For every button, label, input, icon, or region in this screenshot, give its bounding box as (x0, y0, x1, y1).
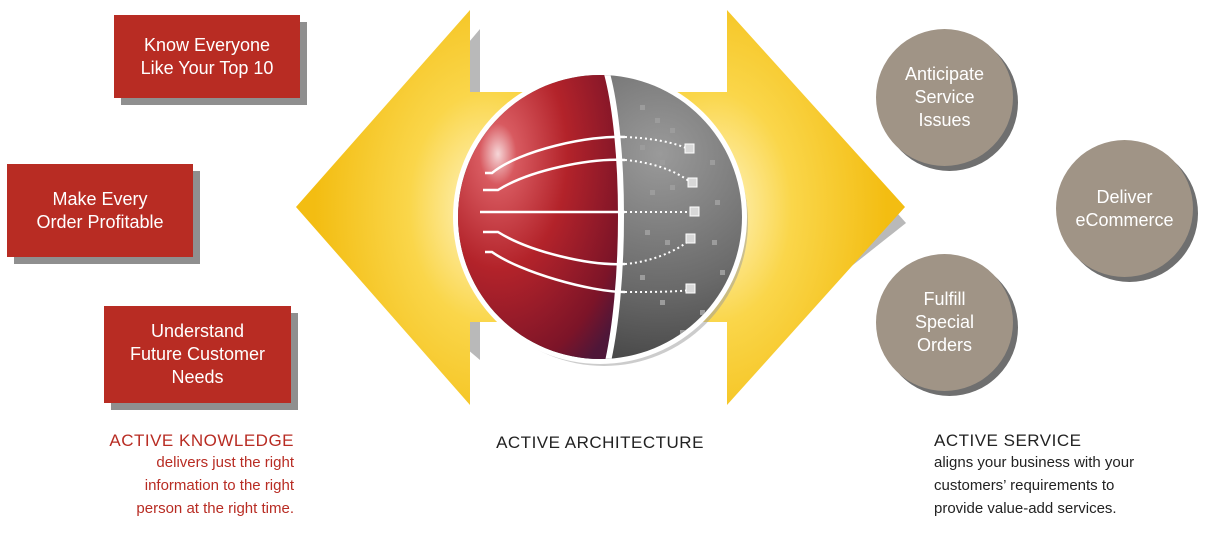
circle-text: Service (914, 87, 975, 107)
circle-text: Fulfill (923, 289, 966, 309)
knowledge-box-1: Know Everyone Like Your Top 10 (114, 15, 300, 98)
circle-text: Anticipate (904, 64, 985, 84)
knowledge-box-3: Understand Future Customer Needs (104, 306, 291, 403)
knowledge-desc-line: person at the right time. (136, 500, 294, 517)
architecture-caption: ACTIVE ARCHITECTURE (480, 433, 720, 453)
knowledge-desc-line: information to the right (144, 477, 294, 494)
service-desc-line: aligns your business with your (934, 454, 1135, 471)
box-text: Make Every (52, 188, 148, 209)
circle-text: Deliver (1096, 186, 1153, 207)
circle-text: Issues (918, 110, 971, 130)
knowledge-desc-line: delivers just the right (156, 454, 294, 471)
box-text: Future Customer (129, 344, 266, 364)
knowledge-title: ACTIVE KNOWLEDGE (109, 431, 294, 450)
service-circle-2: Deliver eCommerce (1056, 140, 1193, 277)
service-desc-line: customers’ requirements to (934, 477, 1115, 494)
service-desc-line: provide value-add services. (934, 500, 1117, 517)
box-text: Needs (171, 367, 224, 387)
service-title: ACTIVE SERVICE (934, 431, 1082, 450)
service-circle-1: Anticipate Service Issues (876, 29, 1013, 166)
architecture-title: ACTIVE ARCHITECTURE (496, 433, 704, 452)
service-caption: ACTIVE SERVICE aligns your business with… (934, 431, 1199, 520)
circle-text: Orders (916, 335, 972, 355)
box-text: Like Your Top 10 (140, 57, 274, 78)
knowledge-box-2: Make Every Order Profitable (7, 164, 193, 257)
knowledge-caption: ACTIVE KNOWLEDGE delivers just the right… (60, 431, 294, 520)
circle-text: Special (914, 312, 975, 332)
box-text: Understand (150, 321, 245, 341)
architecture-sphere (453, 70, 748, 366)
service-circle-3: Fulfill Special Orders (876, 254, 1013, 391)
box-text: Know Everyone (143, 34, 271, 55)
circle-text: eCommerce (1075, 209, 1174, 230)
box-text: Order Profitable (36, 211, 164, 232)
